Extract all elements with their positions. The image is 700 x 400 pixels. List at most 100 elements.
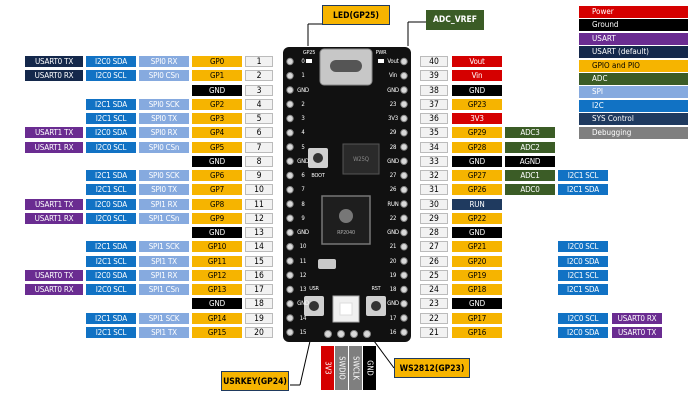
board-silk-left-8: GND [297, 157, 309, 165]
right-pin-number-38: 38 [420, 84, 448, 96]
pin-hole-left-13 [286, 228, 294, 237]
left-pin-4-label-2: I2C1 SDA [86, 98, 136, 110]
left-pin-9-label-4: GP6 [192, 170, 242, 181]
pin-hole-right-20 [400, 328, 408, 336]
pin-hole-right-5 [400, 114, 408, 123]
left-pin-number-5: 5 [245, 113, 273, 124]
ws2812-led-core [339, 302, 353, 316]
left-pin-10-label-3: SPI0 TX [139, 184, 189, 196]
right-pin-39-label-1: Vin [452, 70, 502, 82]
board-silk-right-17: 18 [389, 286, 397, 293]
right-pin-number-39: 39 [420, 70, 448, 82]
left-pin-5-label-4: GP3 [192, 113, 242, 124]
right-pin-number-29: 29 [420, 212, 448, 224]
left-pin-14-label-3: SPI1 SCK [139, 241, 189, 253]
pin-hole-right-14 [400, 243, 408, 251]
left-pin-number-12: 12 [245, 212, 273, 224]
left-pin-number-19: 19 [245, 312, 273, 324]
right-pin-number-40: 40 [420, 56, 448, 67]
led-pwr-icon [378, 59, 384, 63]
board-silk-right-11: RUN [387, 200, 399, 208]
left-pin-16-label-3: SPI1 RX [139, 269, 189, 281]
boot-button[interactable] [313, 153, 323, 163]
left-pin-11-label-1: USART1 TX [25, 198, 83, 210]
left-pin-1-label-2: I2C0 SDA [86, 56, 136, 67]
left-pin-14-label-2: I2C1 SDA [86, 241, 136, 253]
right-pin-number-23: 23 [420, 298, 448, 310]
right-pin-38-label-1: GND [452, 84, 502, 96]
rst-button[interactable] [371, 301, 381, 311]
left-pin-17-label-4: GP13 [192, 284, 242, 295]
pin-hole-right-13 [400, 228, 408, 237]
left-pin-number-18: 18 [245, 298, 273, 310]
board-silk-left-9: 6 [301, 172, 305, 179]
right-pin-number-31: 31 [420, 184, 448, 196]
right-pin-number-34: 34 [420, 141, 448, 153]
pin-hole-right-18 [400, 300, 408, 308]
board-silk-left-4: 2 [301, 100, 305, 108]
left-pin-17-label-1: USART0 RX [25, 284, 83, 295]
usb-c-port [330, 60, 362, 72]
left-pin-number-4: 4 [245, 98, 273, 110]
left-pin-4-label-4: GP2 [192, 98, 242, 110]
board-silk-right-18: GND [387, 300, 399, 308]
left-pin-20-label-2: I2C1 SCL [86, 326, 136, 338]
board-silk-right-4: 23 [389, 100, 397, 108]
pin-hole-left-10 [286, 186, 294, 194]
left-pin-9-label-3: SPI0 SCK [139, 170, 189, 181]
left-pin-1-label-3: SPI0 RX [139, 56, 189, 67]
right-pin-number-24: 24 [420, 284, 448, 295]
pin-hole-right-7 [400, 143, 408, 151]
adc-vref-callout: ADC_VREF [426, 10, 484, 30]
left-pin-19-label-3: SPI1 SCK [139, 312, 189, 324]
right-pin-29-label-1: GP22 [452, 212, 502, 224]
pin-hole-left-1 [286, 57, 294, 66]
left-pin-19-label-4: GP14 [192, 312, 242, 324]
pin-hole-right-6 [400, 129, 408, 137]
board-silk-right-12: 22 [389, 214, 397, 222]
right-pin-number-21: 21 [420, 326, 448, 338]
left-pin-11-label-3: SPI1 RX [139, 198, 189, 210]
left-pin-20-label-4: GP15 [192, 326, 242, 338]
left-pin-12-label-4: GP9 [192, 212, 242, 224]
debug-pin-4-label: GND [365, 360, 374, 376]
left-pin-number-20: 20 [245, 326, 273, 338]
left-pin-15-label-2: I2C1 SCL [86, 255, 136, 267]
flash-chip [342, 143, 380, 175]
legend-item-4: USART (default) [579, 46, 688, 59]
board-silk-left-15: 11 [299, 257, 307, 265]
right-pin-32-label-2: ADC1 [505, 170, 555, 181]
left-pin-number-10: 10 [245, 184, 273, 196]
pin-hole-left-17 [286, 285, 294, 294]
left-pin-1-label-4: GP0 [192, 56, 242, 67]
board-silk-left-6: 4 [301, 129, 305, 137]
left-pin-16-label-4: GP12 [192, 269, 242, 281]
left-pin-16-label-1: USART0 TX [25, 269, 83, 281]
pin-hole-right-1 [400, 57, 408, 66]
board-silk-right-20: 16 [389, 328, 397, 336]
board-silk-left-18: GND [297, 300, 309, 308]
legend-item-8: I2C [579, 99, 688, 112]
left-pin-3-label-4: GND [192, 84, 242, 96]
left-pin-17-label-3: SPI1 CSn [139, 284, 189, 295]
pin-hole-right-10 [400, 186, 408, 194]
board-silk-left-1: 0 [301, 58, 305, 65]
usr-button[interactable] [309, 301, 319, 311]
right-pin-21-label-4: I2C0 SDA [558, 326, 608, 338]
right-pin-24-label-4: I2C1 SDA [558, 284, 608, 295]
board-body [283, 47, 411, 342]
pin-hole-left-4 [286, 100, 294, 108]
left-pin-14-label-4: GP10 [192, 241, 242, 253]
pin-hole-right-9 [400, 171, 408, 180]
pin-hole-right-3 [400, 86, 408, 94]
swd-pad-1 [324, 330, 332, 338]
pin-hole-right-11 [400, 200, 408, 208]
board-silk-right-10: 26 [389, 186, 397, 194]
right-pin-32-label-3: I2C1 SCL [558, 170, 608, 181]
usr-silk-label: USR [309, 286, 319, 292]
legend-item-7: SPI [579, 86, 688, 99]
swd-pads [324, 330, 371, 338]
left-pin-15-label-3: SPI1 TX [139, 255, 189, 267]
right-pin-number-27: 27 [420, 241, 448, 253]
